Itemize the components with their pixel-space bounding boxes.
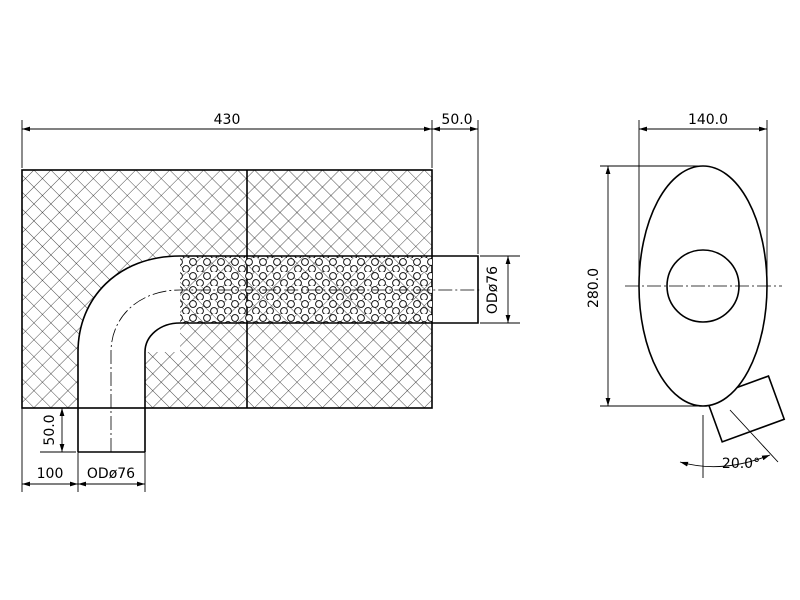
perforated-tube — [180, 256, 432, 323]
dim-height-label: 280.0 — [586, 268, 602, 308]
end-view: 140.0 280.0 20.0° — [586, 112, 786, 478]
dim-inlet-diameter-label: ODø76 — [87, 466, 135, 482]
pipe-centerline — [110, 289, 480, 452]
bend-pipe-clear — [78, 256, 180, 452]
inlet-pipe-inner — [144, 322, 181, 452]
dim-outlet-extension-label: 50.0 — [441, 112, 472, 128]
dim-angle-label: 20.0° — [722, 456, 760, 472]
dim-width-label: 140.0 — [688, 112, 728, 128]
end-view-angle-line — [729, 409, 779, 463]
outlet-pipe — [432, 255, 479, 324]
dim-angle-arc — [679, 454, 771, 468]
muffler-body-lower-left — [22, 254, 180, 408]
dim-length-label: 430 — [214, 112, 241, 128]
dim-inlet-height-label: 50.0 — [42, 414, 58, 445]
dim-outlet-diameter-label: ODø76 — [485, 266, 501, 314]
inlet-pipe-outer — [77, 255, 181, 452]
side-view: 430 50.0 ODø76 50.0 100 ODø76 — [21, 112, 520, 492]
dim-inlet-offset-label: 100 — [37, 466, 64, 482]
